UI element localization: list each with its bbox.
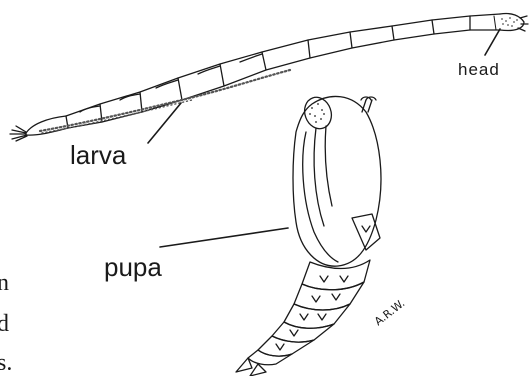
larva-illustration [10, 13, 528, 141]
head-label: head [458, 60, 500, 80]
cropped-text-fragment-3: s. [0, 350, 12, 377]
larva-head-leader-line [485, 29, 500, 55]
pupa-leader-line [160, 228, 288, 247]
cropped-text-fragment-1: n [0, 270, 9, 297]
cropped-text-fragment-2: d [0, 311, 9, 338]
pupa-label: pupa [104, 252, 162, 283]
larva-label: larva [70, 140, 126, 171]
pupa-illustration [236, 94, 381, 376]
